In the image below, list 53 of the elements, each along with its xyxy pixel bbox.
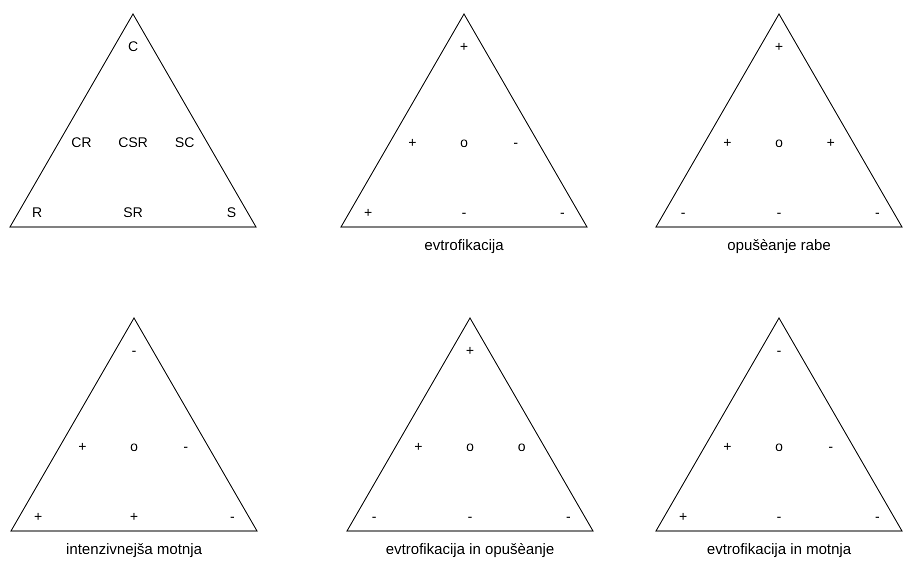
sign-symbol: o [130, 438, 138, 454]
sign-symbol: + [723, 438, 732, 454]
node-label: evtrofikacija in motnja [706, 541, 852, 559]
triangle [656, 14, 902, 227]
triangle [11, 318, 257, 531]
strategy-label: SR [123, 204, 143, 220]
triangle [656, 318, 902, 531]
sign-symbol: o [460, 134, 468, 150]
sign-symbol: - [828, 438, 833, 454]
strategy-label: C [128, 38, 138, 54]
sign-symbol: o [466, 438, 474, 454]
sign-symbol: - [776, 204, 782, 220]
strategy-label: SC [174, 134, 194, 150]
sign-symbol: + [78, 438, 86, 454]
sign-symbol: o [518, 438, 526, 454]
sign-symbol: - [560, 204, 565, 220]
sign-symbol: - [132, 342, 136, 358]
triangle [10, 14, 256, 227]
sign-symbol: + [34, 508, 42, 524]
strategy-label: CSR [118, 134, 148, 150]
sign-symbol: - [372, 508, 376, 524]
sign-symbol: o [775, 134, 783, 150]
sign-symbol: - [875, 204, 880, 220]
sign-symbol: - [513, 134, 518, 150]
sign-symbol: o [775, 438, 783, 454]
sign-symbol: - [183, 438, 188, 454]
strategy-label: R [32, 204, 42, 220]
sign-symbol: - [468, 508, 472, 524]
sign-symbol: + [408, 134, 416, 150]
sign-symbol: - [230, 508, 235, 524]
sign-symbol: + [723, 134, 732, 150]
sign-symbol: - [566, 508, 571, 524]
sign-symbol: + [460, 38, 468, 54]
sign-symbol: - [462, 204, 466, 220]
triangle [341, 14, 587, 227]
sign-symbol: - [680, 204, 686, 220]
sign-symbol: - [875, 508, 880, 524]
sign-symbol: + [826, 134, 835, 150]
sign-symbol: - [776, 342, 782, 358]
sign-symbol: + [466, 342, 474, 358]
strategy-label: CR [71, 134, 92, 150]
sign-symbol: + [678, 508, 688, 524]
node-label: intenzivnejša motnja [66, 541, 202, 559]
node-label: evtrofikacija [424, 237, 504, 255]
node-label: opušèanje rabe [727, 237, 831, 255]
triangle [347, 318, 593, 531]
sign-symbol: + [130, 508, 138, 524]
sign-symbol: + [414, 438, 422, 454]
strategy-label: S [226, 204, 236, 220]
sign-symbol: - [776, 508, 782, 524]
sign-symbol: + [774, 38, 784, 54]
sign-symbol: + [364, 204, 372, 220]
node-label: evtrofikacija in opušèanje [386, 541, 554, 559]
